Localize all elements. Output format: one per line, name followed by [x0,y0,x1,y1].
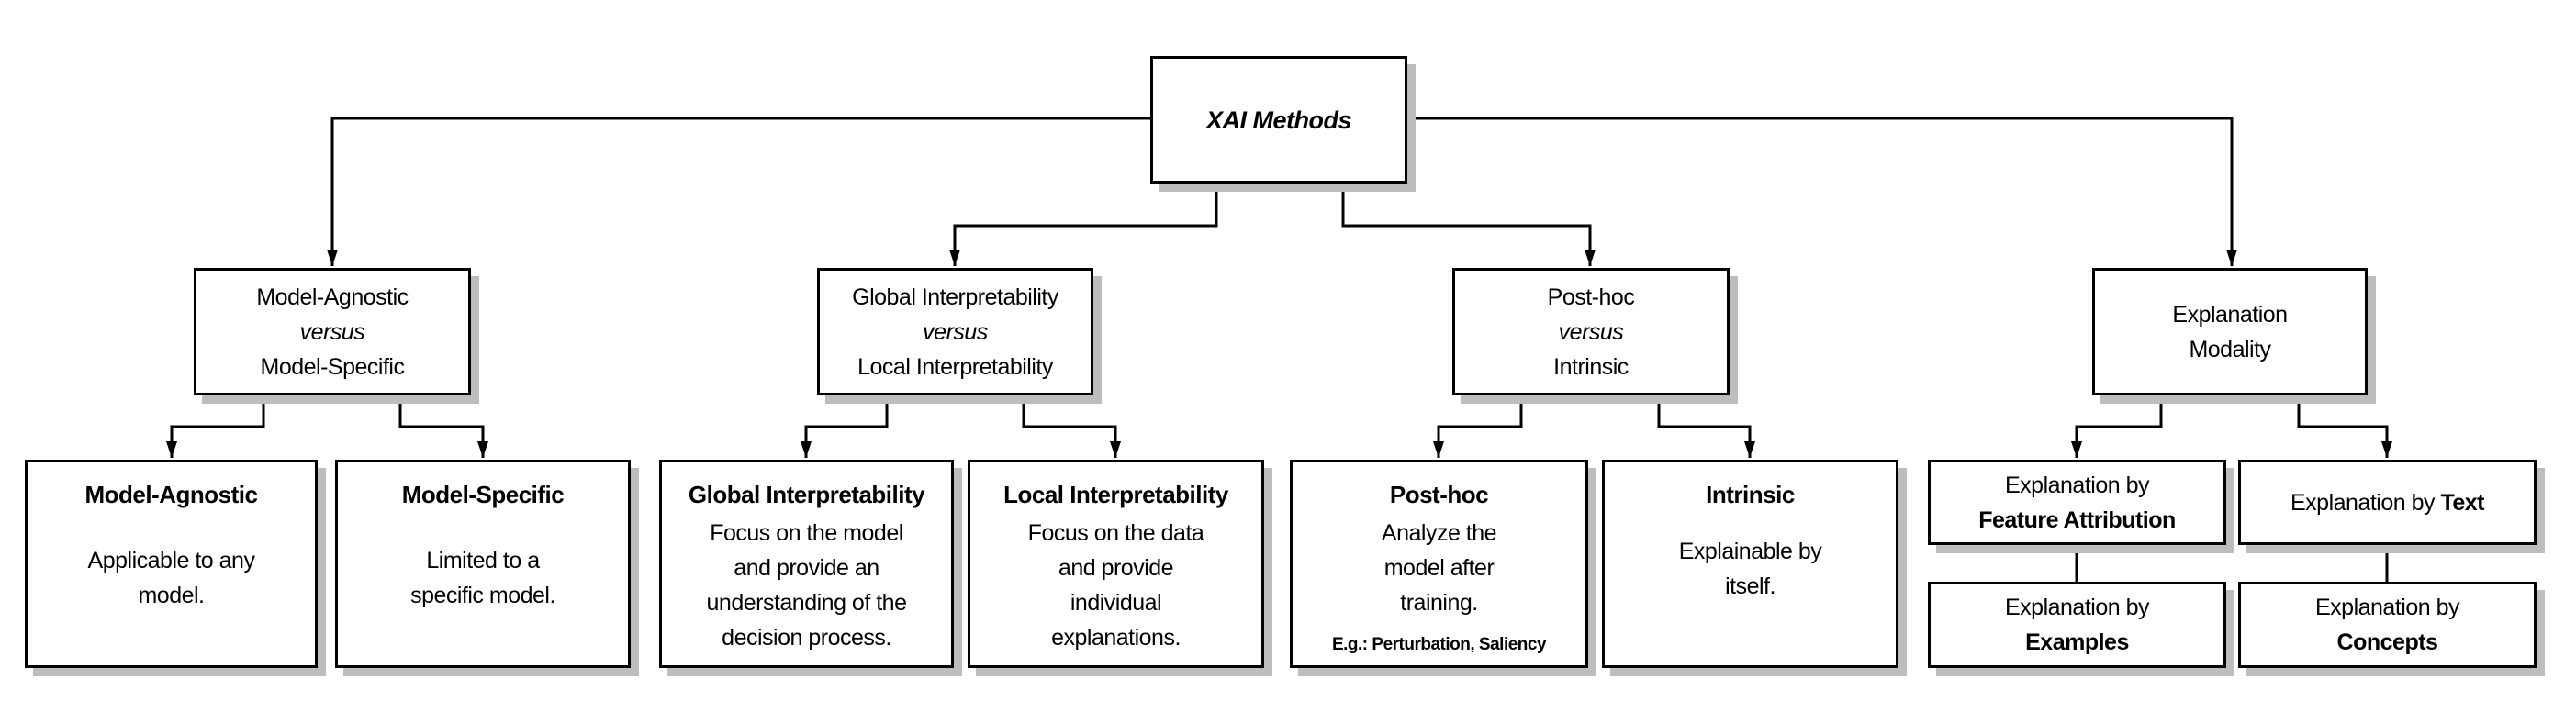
leaf-desc: and provide an [734,555,879,581]
category-versus: versus [923,318,988,345]
category-line2: Modality [2189,336,2271,362]
category-stage: Post-hoc versus Intrinsic [1452,268,1730,395]
category-line1: Post-hoc [1547,284,1635,310]
leaf-desc: Explainable by [1678,539,1822,564]
modality-name: Feature Attribution [1978,506,2176,533]
edge-root-model [327,117,1150,266]
leaf-posthoc: Post-hoc Analyze the model after trainin… [1290,460,1588,668]
leaf-desc: training. [1400,590,1478,616]
leaf-title: Local Interpretability [1003,481,1228,508]
category-versus: versus [1558,318,1624,345]
root-node: XAI Methods [1150,56,1407,184]
edge-local [1022,395,1121,458]
category-line1: Global Interpretability [852,284,1058,310]
leaf-model-agnostic: Model-Agnostic Applicable to any model. [25,460,318,668]
leaf-title: Model-Agnostic [84,481,259,508]
leaf-desc: individual [1070,590,1162,616]
category-scope: Global Interpretability versus Local Int… [817,268,1093,395]
category-modality: Explanation Modality [2092,268,2368,395]
leaf-desc: Focus on the model [710,520,903,546]
leaf-title: Model-Specific [401,481,565,508]
category-line2: Local Interpretability [857,353,1053,380]
leaf-desc: Limited to a [426,548,540,573]
category-model: Model-Agnostic versus Model-Specific [194,268,471,395]
category-line2: Intrinsic [1553,353,1629,380]
edge-model-agnostic [166,395,265,458]
modality-concepts: Explanation by Concepts [2238,582,2537,668]
edge-feature [2071,395,2163,458]
edge-root-modality [1406,117,2237,266]
modality-feature-attribution: Explanation by Feature Attribution [1928,460,2226,545]
leaf-global: Global Interpretability Focus on the mod… [659,460,954,668]
modality-examples: Explanation by Examples [1928,582,2226,668]
edge-root-scope [949,183,1218,266]
leaf-local: Local Interpretability Focus on the data… [968,460,1264,668]
edge-model-specific [398,395,488,458]
leaf-desc: and provide [1058,555,1174,581]
category-line1: Explanation [2172,301,2288,328]
category-versus: versus [299,318,365,345]
leaf-intrinsic: Intrinsic Explainable by itself. [1602,460,1898,668]
leaf-desc: Analyze the [1381,520,1497,546]
leaf-desc: Applicable to any [87,548,255,573]
leaf-desc: specific model. [410,583,555,608]
leaf-note: E.g.: Perturbation, Saliency [1331,635,1547,654]
leaf-title: Global Interpretability [688,481,925,508]
edge-intrinsic [1657,395,1755,458]
category-line2: Model-Specific [260,353,405,380]
root-label: XAI Methods [1205,106,1352,134]
edge-global [801,395,889,458]
modality-prefix: Explanation by [2314,595,2460,620]
leaf-desc: understanding of the [706,590,907,616]
leaf-model-specific: Model-Specific Limited to a specific mod… [335,460,631,668]
modality-prefix: Explanation by [2290,489,2436,516]
leaf-desc: Focus on the data [1027,520,1204,546]
modality-prefix: Explanation by [2004,595,2150,620]
edge-posthoc [1433,395,1523,458]
modality-prefix: Explanation by [2004,472,2150,498]
category-line1: Model-Agnostic [256,284,409,310]
leaf-desc: model after [1383,555,1495,581]
modality-name: Concepts [2336,629,2438,655]
leaf-title: Post-hoc [1389,481,1489,508]
leaf-desc: explanations. [1051,625,1181,651]
modality-text: Explanation by Text [2238,460,2537,545]
leaf-desc: itself. [1725,573,1775,599]
modality-name: Examples [2025,629,2129,655]
modality-name: Text [2440,489,2485,516]
edge-text [2297,395,2392,458]
leaf-desc: decision process. [722,625,891,651]
edge-root-stage [1341,183,1596,266]
leaf-desc: model. [138,583,205,608]
leaf-title: Intrinsic [1706,481,1795,508]
